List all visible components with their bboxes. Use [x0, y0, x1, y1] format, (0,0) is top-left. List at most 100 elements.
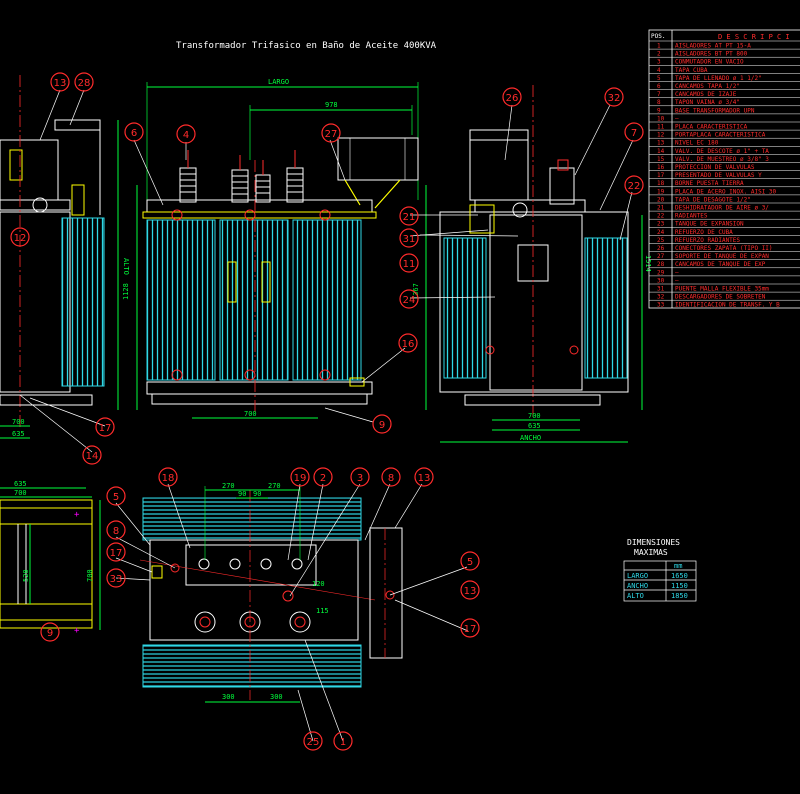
table-row-description: NIVEL EC 180 [675, 140, 719, 147]
dim-90-a: 90 [238, 490, 246, 498]
table-header-desc: D E S C R I P C I [718, 33, 790, 41]
table-row-pos: 19 [657, 188, 665, 195]
balloon-17: 17 [99, 423, 112, 434]
dim-270-a: 270 [222, 482, 235, 490]
balloon-13: 13 [54, 78, 67, 89]
balloon-13-right: 13 [464, 586, 477, 597]
dims-ancho-value: 1150 [671, 582, 688, 590]
table-row-pos: 5 [657, 75, 661, 82]
table-row-description: AISLADORES BT PT 800 [675, 51, 748, 58]
dim-115: 115 [316, 607, 329, 615]
dim-635-base: 635 [14, 480, 27, 488]
dims-alto-label: ALTO [627, 592, 644, 600]
table-row-description: BASE TRANSFORMADOR UPN [675, 107, 755, 114]
balloon-17-left: 17 [110, 548, 123, 559]
table-row-pos: 13 [657, 140, 665, 147]
balloon-11: 11 [403, 259, 416, 270]
table-row-description: CONMUTADOR EN VACIO [675, 59, 744, 66]
table-row-pos: 14 [657, 148, 665, 155]
balloon-13-top: 13 [418, 473, 431, 484]
table-row-description: TAPA CUBA [675, 67, 708, 74]
dim-300-b: 300 [270, 693, 283, 701]
balloon-14: 14 [86, 451, 99, 462]
dim-635-side: 635 [528, 422, 541, 430]
table-row-pos: 28 [657, 261, 665, 268]
table-row-pos: 32 [657, 294, 665, 301]
table-row-pos: 29 [657, 269, 665, 276]
balloon-8: 8 [388, 473, 394, 484]
table-row-pos: 11 [657, 124, 665, 131]
table-row-description: — [675, 277, 679, 284]
balloon-26: 26 [506, 93, 519, 104]
table-row-pos: 16 [657, 164, 665, 171]
dim-1514: 1514 [644, 255, 652, 272]
dim-700-left: 700 [12, 418, 25, 426]
table-row-description: BORNE PUESTA TIERRA [675, 180, 744, 187]
table-row-pos: 12 [657, 132, 665, 139]
table-row-pos: 30 [657, 277, 665, 284]
table-row-description: PORTAPLACA CARACTERISTICA [675, 132, 766, 139]
dim-1128: 1128 [122, 283, 130, 300]
table-row-description: CANCAMOS DE TANQUE DE EXP [675, 261, 766, 268]
dim-1367: 1367 [412, 283, 420, 300]
drawing-title: Transformador Trifasico en Baño de Aceit… [176, 41, 437, 51]
table-row-pos: 22 [657, 213, 665, 220]
table-header-pos: POS. [651, 33, 665, 40]
table-row-pos: 8 [657, 99, 661, 106]
dims-ancho-label: ANCHO [627, 582, 648, 590]
dim-120: 120 [312, 580, 325, 588]
balloon-5-right: 5 [467, 557, 473, 568]
dimensions-table: DIMENSIONES MAXIMAS mm LARGO 1650 ANCHO … [623, 538, 697, 602]
svg-text:+: + [74, 510, 80, 520]
table-row-description: TAPON VAINA ø 3/4" [675, 99, 740, 106]
table-row-pos: 33 [657, 302, 665, 309]
table-row-description: REFUERZO RADIANTES [675, 237, 740, 244]
table-row-description: CANCAMOS TAPA 1/2" [675, 83, 740, 90]
dim-ancho: ANCHO [520, 434, 541, 442]
balloon-9-base: 9 [47, 628, 53, 639]
table-row-description: VALV. DE DESCOTE ø 1" + TA [675, 148, 769, 155]
balloon-7: 7 [631, 128, 637, 139]
table-row-pos: 23 [657, 221, 665, 228]
balloon-6: 6 [131, 128, 137, 139]
table-row-description: AISLADORES AT PT 15-A [675, 43, 751, 50]
table-row-pos: 2 [657, 51, 661, 58]
table-row-pos: 10 [657, 115, 665, 122]
dim-700-base: 700 [14, 489, 27, 497]
table-row-description: — [675, 115, 679, 122]
table-row-pos: 26 [657, 245, 665, 252]
balloon-22: 22 [628, 181, 641, 192]
balloon-24: 24 [403, 295, 416, 306]
balloon-33: 33 [110, 574, 123, 585]
front-view: LARGO 978 1128 [122, 78, 419, 419]
table-row-description: DESCARGADORES DE SOBRETEN [675, 294, 766, 301]
balloon-32: 32 [608, 93, 621, 104]
table-row-pos: 9 [657, 107, 661, 114]
dims-largo-value: 1650 [671, 572, 688, 580]
table-row-pos: 17 [657, 172, 665, 179]
table-row-pos: 15 [657, 156, 665, 163]
table-row-description: REFUERZO DE CUBA [675, 229, 733, 236]
balloon-8-left: 8 [113, 526, 119, 537]
dim-alto: ALTO [122, 258, 130, 275]
table-row-pos: 24 [657, 229, 665, 236]
leader-lines [19, 89, 634, 742]
balloon-16: 16 [402, 339, 415, 350]
dims-unit: mm [674, 562, 682, 570]
left-view: ALTO 700 635 [0, 75, 130, 439]
table-row-description: — [675, 269, 679, 276]
balloon-21: 21 [403, 212, 416, 223]
table-row-description: PRESENTADO DE VALVULAS Y [675, 172, 762, 179]
table-row-description: RADIANTES [675, 213, 708, 220]
dim-270-b: 270 [268, 482, 281, 490]
balloons [10, 72, 644, 751]
balloon-4: 4 [183, 130, 189, 141]
svg-text:+: + [74, 626, 80, 636]
dim-90-b: 90 [253, 490, 261, 498]
table-row-description: TAPA DE LLENADO ø 1 1/2" [675, 75, 762, 82]
table-row-pos: 18 [657, 180, 665, 187]
table-row-pos: 3 [657, 59, 661, 66]
table-row-description: PLACA CARACTERISTICA [675, 124, 748, 131]
table-row-pos: 31 [657, 286, 665, 293]
